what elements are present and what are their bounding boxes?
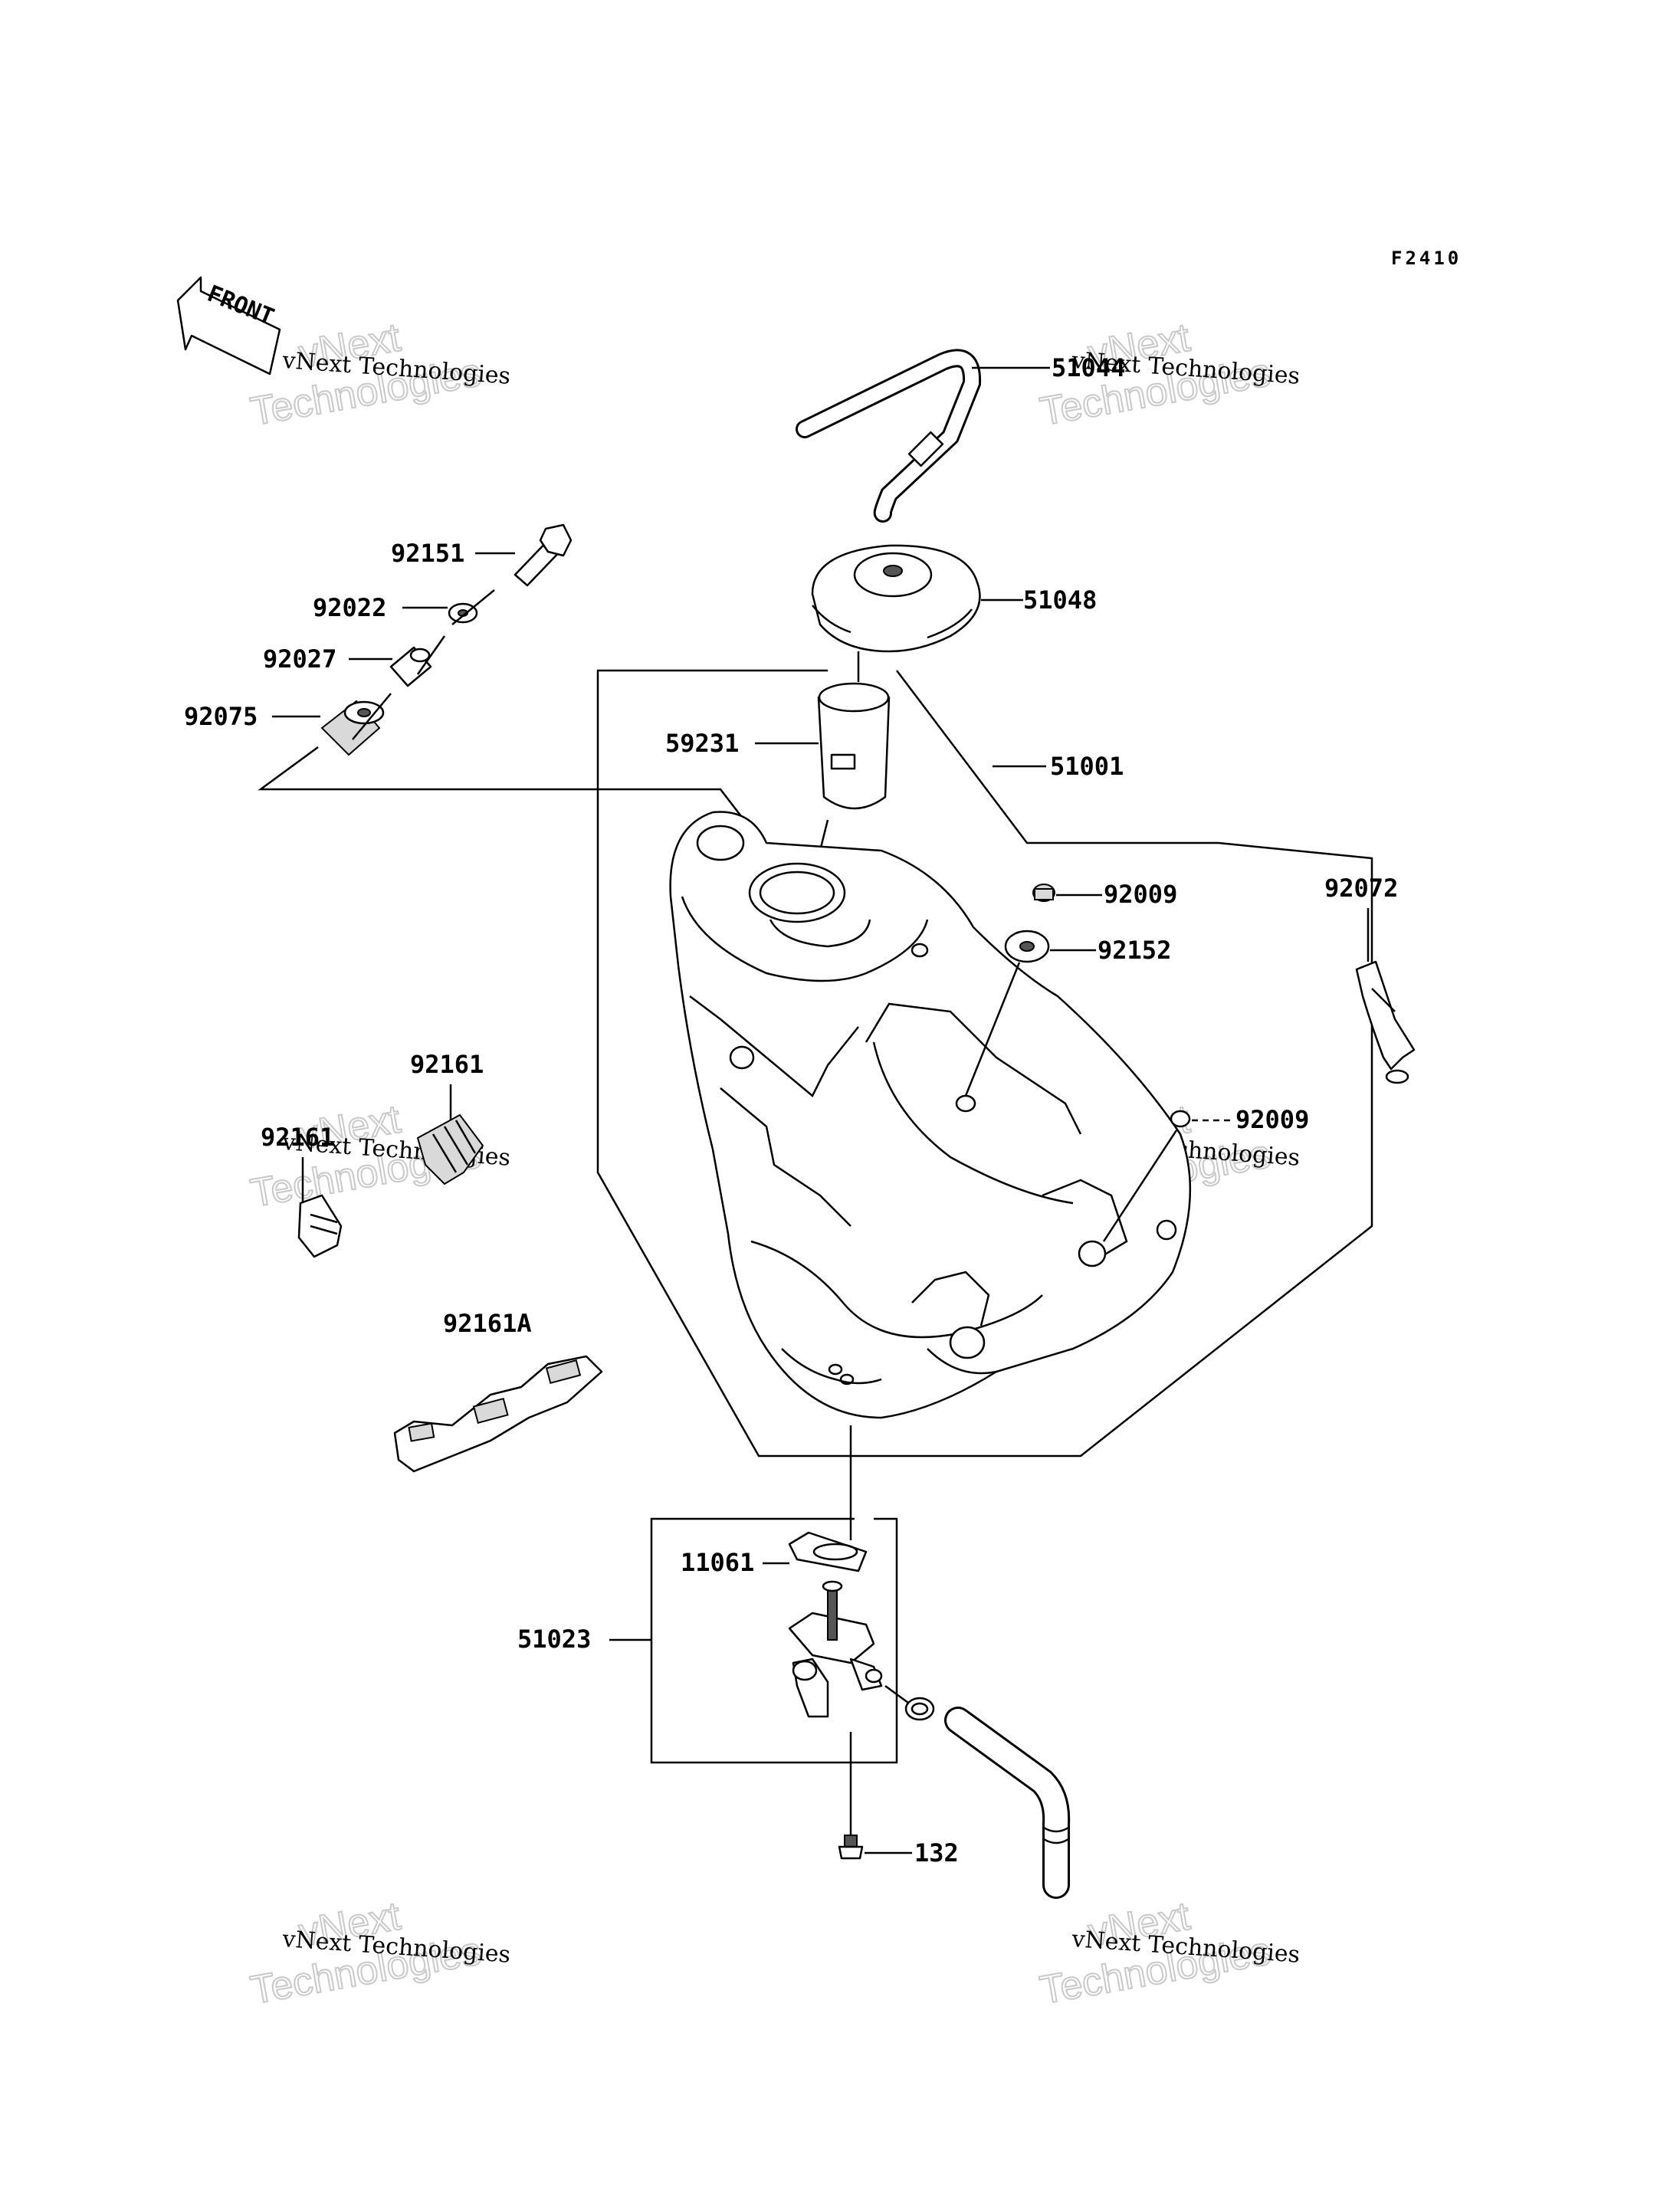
damper-92161A <box>393 1355 603 1473</box>
hose-clamp <box>904 1697 935 1721</box>
grommet-92075 <box>320 700 385 756</box>
label-92161-upper: 92161 <box>410 1050 484 1079</box>
label-92161-lower: 92161 <box>261 1123 334 1152</box>
fuel-tap <box>788 1580 883 1718</box>
label-92075: 92075 <box>184 702 258 731</box>
label-51044: 51044 <box>1052 353 1125 382</box>
gasket-11061 <box>788 1531 868 1572</box>
label-92161A: 92161A <box>443 1309 532 1338</box>
label-92152: 92152 <box>1098 936 1171 965</box>
bolt-92151 <box>514 523 573 587</box>
label-92022: 92022 <box>313 593 386 622</box>
label-51023: 51023 <box>517 1625 591 1654</box>
screw-132 <box>838 1835 864 1860</box>
label-92009-side: 92009 <box>1235 1105 1309 1134</box>
label-92072: 92072 <box>1324 874 1398 903</box>
washer-92022 <box>448 602 478 624</box>
label-51001: 51001 <box>1050 752 1124 781</box>
tank-strap <box>1355 960 1416 1084</box>
fuel-hose <box>944 1707 1071 1899</box>
bolt-92009-top <box>1032 884 1055 902</box>
breather-hose <box>796 349 982 523</box>
bolt-92009-side <box>1170 1110 1191 1128</box>
label-51048: 51048 <box>1023 585 1097 615</box>
label-11061: 11061 <box>681 1548 754 1577</box>
diagram-code: F2410 <box>1391 248 1462 269</box>
damper-92161-lower <box>297 1194 343 1258</box>
label-92151: 92151 <box>391 539 464 568</box>
collar-92027 <box>389 646 432 687</box>
filler-neck <box>817 682 891 810</box>
label-132: 132 <box>914 1838 959 1867</box>
label-92027: 92027 <box>263 644 336 674</box>
damper-92161-upper <box>416 1113 484 1185</box>
label-59231: 59231 <box>665 729 739 758</box>
washer-92152 <box>1004 930 1050 963</box>
fuel-cap <box>811 544 981 653</box>
label-92009-top: 92009 <box>1104 880 1177 909</box>
front-arrow-icon: FRONT <box>176 276 281 375</box>
fuel-tank <box>669 811 1192 1419</box>
